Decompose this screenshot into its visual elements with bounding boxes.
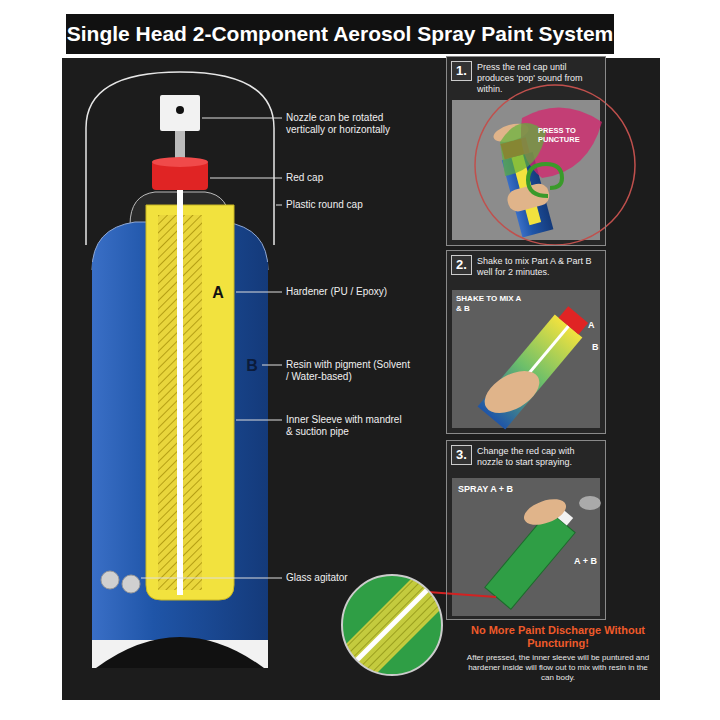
can-figure xyxy=(478,303,592,430)
leader-line xyxy=(236,292,282,293)
glass-agitator xyxy=(101,571,119,589)
step-instruction: Shake to mix Part A & Part B well for 2 … xyxy=(477,256,601,278)
photo-text: SPRAY A + B xyxy=(458,484,538,495)
photo-text: A + B xyxy=(574,556,605,567)
part-label: Inner Sleeve with mandrel & suction pipe xyxy=(286,414,406,438)
nozzle xyxy=(160,95,200,131)
warning-heading: No More Paint Discharge Without Puncturi… xyxy=(460,624,656,650)
inner-sleeve xyxy=(146,205,234,600)
step-panel: 2.Shake to mix Part A & Part B well for … xyxy=(446,250,606,434)
panel-ground xyxy=(446,440,606,620)
part-label: Plastic round cap xyxy=(286,199,411,211)
leader-line xyxy=(141,578,282,579)
red-cap-top xyxy=(152,157,208,167)
hand xyxy=(478,362,547,421)
step-instruction: Change the red cap with nozzle to start … xyxy=(477,446,601,468)
step-panel: 1.Press the red cap until produces 'pop'… xyxy=(446,56,606,246)
watermark-ring xyxy=(475,85,635,245)
photo-text: SHAKE TO MIX A & B xyxy=(456,294,528,313)
leader-line xyxy=(276,205,282,206)
part-label: Nozzle can be rotated vertically or hori… xyxy=(286,112,411,136)
part-label: Glass agitator xyxy=(286,572,411,584)
watermark-spiral xyxy=(528,164,562,196)
leader-line xyxy=(236,420,282,421)
step-panel: 3.Change the red cap with nozzle to star… xyxy=(446,440,606,620)
red-cap xyxy=(559,306,589,334)
part-letter: A xyxy=(208,283,228,302)
zoom-pipe xyxy=(345,585,432,672)
leader-lines xyxy=(141,118,282,578)
suction-pipe xyxy=(177,175,183,595)
panel-ground xyxy=(446,56,606,246)
pointer-line xyxy=(428,592,496,597)
leader-line xyxy=(210,178,282,179)
step-number: 1. xyxy=(451,61,472,81)
zoom-ring xyxy=(342,575,442,675)
spray-mist xyxy=(579,496,601,510)
can-body xyxy=(485,511,575,609)
panel-ground xyxy=(446,250,606,434)
hand xyxy=(521,494,570,530)
part-label: Resin with pigment (Solvent / Water-base… xyxy=(286,359,411,383)
warning-note: After pressed, the inner sleeve will be … xyxy=(462,653,654,682)
step-number: 3. xyxy=(451,445,472,465)
photo-text: A xyxy=(588,320,600,331)
valve-stem xyxy=(175,131,185,161)
zoom-ground xyxy=(340,573,444,677)
can-body xyxy=(478,314,583,429)
part-letter: B xyxy=(240,356,264,375)
zoom-detail xyxy=(330,570,450,690)
step-instruction: Press the red cap until produces 'pop' s… xyxy=(477,62,601,95)
leader-line xyxy=(262,365,282,366)
step-number: 2. xyxy=(451,255,472,275)
title-text: Single Head 2-Component Aerosol Spray Pa… xyxy=(66,14,614,54)
leader-line xyxy=(202,118,282,119)
zoom-sleeve xyxy=(330,570,450,690)
can-bottom-dome xyxy=(96,637,264,668)
photo-text: B xyxy=(592,342,604,353)
nozzle-orifice xyxy=(176,106,184,114)
dark-panel xyxy=(62,58,660,700)
part-label: Hardener (PU / Epoxy) xyxy=(286,286,396,298)
photo-text: PRESS TO PUNCTURE xyxy=(538,126,598,144)
part-label: Red cap xyxy=(286,172,411,184)
glass-agitator xyxy=(122,575,140,593)
